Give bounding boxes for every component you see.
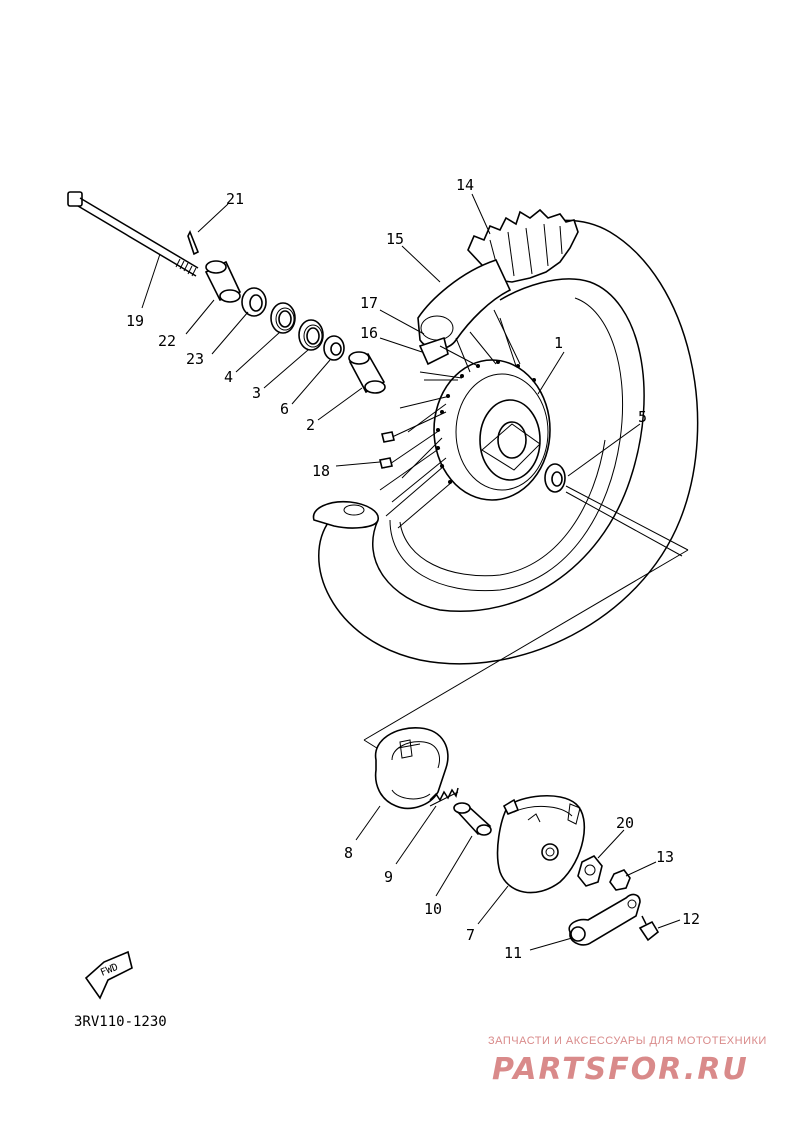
- callout-12: 12: [682, 910, 700, 928]
- callout-1: 1: [554, 334, 563, 352]
- watermark-logo: PARTSFOR.RU: [492, 1052, 749, 1087]
- callout-7: 7: [466, 926, 475, 944]
- assembly-guide-lines: [363, 485, 689, 751]
- callout-20: 20: [616, 814, 634, 832]
- watermark-tagline: ЗАПЧАСТИ И АКСЕССУАРЫ ДЛЯ МОТОТЕХНИКИ: [488, 1035, 767, 1047]
- callout-21: 21: [226, 190, 244, 208]
- callout-13: 13: [656, 848, 674, 866]
- brake-panel-part-7: [496, 794, 585, 894]
- callout-16: 16: [360, 324, 378, 342]
- callout-8: 8: [344, 844, 353, 862]
- nut-part-13: [609, 869, 631, 891]
- bolt-part-12: [638, 915, 660, 942]
- callout-2: 2: [306, 416, 315, 434]
- callout-9: 9: [384, 868, 393, 886]
- cotter-pin-part-21: [187, 230, 200, 256]
- callout-4: 4: [224, 368, 233, 386]
- callout-15: 15: [386, 230, 404, 248]
- hub-part-1: [433, 359, 551, 501]
- oil-seal-part-5: [544, 463, 566, 493]
- callout-19: 19: [126, 312, 144, 330]
- bearing-part-3: [298, 319, 324, 351]
- fwd-arrow-icon: FWD: [84, 950, 133, 1000]
- callout-3: 3: [252, 384, 261, 402]
- nut-part-20: [577, 854, 603, 887]
- callout-numbers: 1 2 3 4 5 6 7 8 9 10 11 12 13 14 15 16 1…: [126, 176, 700, 962]
- callout-22: 22: [158, 332, 176, 350]
- callout-leaders: [141, 193, 681, 951]
- axle-part-19: [67, 191, 199, 277]
- callout-6: 6: [280, 400, 289, 418]
- washer-part-6: [323, 335, 345, 361]
- callout-5: 5: [638, 408, 647, 426]
- spring-part-9: [429, 787, 459, 807]
- cam-lever-part-11: [568, 893, 641, 946]
- callout-17: 17: [360, 294, 378, 312]
- brake-shoe-part-8: [374, 727, 449, 810]
- nut-part-22: [204, 260, 242, 303]
- callout-11: 11: [504, 944, 522, 962]
- spoke-part-18: [379, 431, 395, 469]
- callout-23: 23: [186, 350, 204, 368]
- drawing-code: 3RV110-1230: [74, 1014, 167, 1030]
- oil-seal-part-23: [241, 287, 267, 317]
- wheel-assembly: [312, 208, 699, 665]
- bearing-part-4: [270, 302, 296, 334]
- cam-shaft-part-10: [453, 802, 492, 836]
- callout-10: 10: [424, 900, 442, 918]
- spacer-part-2: [348, 351, 386, 394]
- callout-14: 14: [456, 176, 474, 194]
- callout-18: 18: [312, 462, 330, 480]
